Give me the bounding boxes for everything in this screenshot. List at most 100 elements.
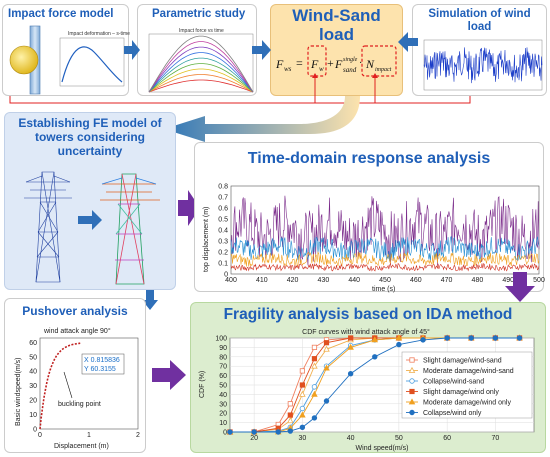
pushover-subtitle: wind attack angle 90° (43, 327, 111, 335)
cdf-point (395, 334, 403, 341)
arrow-fe-to-pushover (142, 290, 158, 310)
svg-text:Impact force vs time: Impact force vs time (179, 28, 224, 34)
time-xtick: 480 (472, 277, 484, 284)
arrow-tower-to-deformed (78, 210, 102, 230)
cdf-legend-item: Slight damage/wind-sand (406, 357, 502, 365)
time-ytick: 0.2 (218, 250, 228, 257)
arrow-windsand-to-fe (164, 96, 360, 142)
cdf-legend-item: Collapse/wind only (406, 409, 482, 417)
cdf-legend-item: Moderate damage/wind only (406, 398, 511, 407)
cdf-point (299, 411, 306, 418)
svg-text:single: single (343, 57, 358, 63)
cdf-point (323, 345, 330, 352)
cdf-ytick: 50 (219, 383, 227, 390)
cdf-point (311, 362, 318, 369)
cdf-point (287, 401, 293, 407)
cdf-point (323, 364, 330, 371)
cdf-point (396, 341, 402, 348)
cdf-title: CDF curves with wind attack angle of 45° (302, 328, 430, 336)
pushover-title: Pushover analysis (22, 304, 128, 318)
time-ytick: 0.6 (218, 206, 228, 213)
cdf-point (409, 409, 415, 416)
arrow-wind-to-windsand (398, 32, 418, 52)
cdf-series (227, 335, 523, 435)
cdf-ytick: 30 (219, 401, 227, 408)
cdf-legend-label: Slight damage/wind-sand (423, 358, 502, 365)
cdf-ytick: 0 (223, 430, 227, 437)
cdf-ytick: 90 (219, 345, 227, 352)
fragility-title: Fragility analysis based on IDA method (223, 306, 513, 323)
cdf-xtick: 20 (250, 435, 258, 442)
cdf-point (287, 417, 294, 424)
pushover-ytick: 50 (29, 354, 37, 361)
time-xtick: 400 (225, 277, 237, 284)
time-xtick: 450 (379, 277, 391, 284)
pushover-ytick: 30 (29, 383, 37, 390)
svg-text:ws: ws (284, 65, 292, 73)
time-xtick: 490 (502, 277, 514, 284)
cdf-point (311, 356, 318, 362)
cdf-point (311, 384, 318, 390)
cdf-point (347, 371, 354, 377)
time-ytick: 0.7 (218, 195, 228, 202)
cdf-legend-label: Slight damage/wind only (423, 389, 499, 396)
cdf-point (347, 343, 354, 350)
time-ytick: 0.1 (218, 261, 228, 268)
cdf-point (409, 357, 415, 363)
impact-force-illustration: Impact deformation – s-time (9, 25, 130, 95)
impact-feedback-line (9, 74, 376, 104)
cdf-ylabel: CDF (%) (199, 371, 206, 398)
svg-text:Impact deformation – s-time: Impact deformation – s-time (68, 31, 130, 37)
svg-text:impact: impact (375, 67, 392, 73)
arrow-fe-to-time (178, 190, 200, 226)
cdf-legend-label: Collapse/wind only (423, 410, 482, 417)
time-series-line (230, 195, 540, 266)
cdf-ytick: 70 (219, 364, 227, 371)
pushover-ytick: 10 (29, 412, 37, 419)
time-xtick: 440 (348, 277, 360, 284)
svg-text:F: F (275, 57, 284, 71)
time-ytick: 0.5 (218, 217, 228, 224)
tower-deformed (100, 173, 160, 285)
cdf-point (311, 390, 318, 397)
svg-text:+: + (327, 56, 334, 70)
svg-text:X 0.815836: X 0.815836 (84, 357, 120, 364)
arrow-time-to-fragility (505, 272, 535, 302)
time-domain-title: Time-domain response analysis (247, 150, 491, 167)
pushover-ytick: 20 (29, 398, 37, 405)
sand-particle (9, 45, 39, 75)
cdf-point (371, 336, 379, 343)
time-xtick: 410 (256, 277, 268, 284)
cdf-point (251, 429, 257, 435)
time-series-line (230, 262, 540, 272)
cdf-point (287, 428, 294, 434)
cdf-point (299, 368, 305, 374)
cdf-point (420, 337, 426, 343)
svg-text:N: N (365, 57, 375, 71)
cdf-point (409, 378, 415, 384)
cdf-legend-item: Slight damage/wind only (406, 388, 499, 396)
cdf-xtick: 50 (395, 435, 403, 442)
cdf-xtick: 40 (347, 435, 355, 442)
cdf-legend-box (401, 351, 533, 419)
cdf-ytick: 80 (219, 354, 227, 361)
fe-model-panel (4, 112, 176, 290)
cdf-point (227, 429, 233, 435)
cdf-xtick: 70 (491, 435, 499, 442)
svg-text:F: F (334, 57, 343, 71)
cdf-legend-label: Moderate damage/wind only (423, 400, 511, 407)
svg-text:w: w (319, 65, 324, 73)
cdf-point (311, 344, 318, 351)
wind-sand-equation: F ws = F w + F single sand · N impact (275, 45, 397, 77)
time-ytick: 0.4 (218, 228, 228, 235)
fe-tower-models (24, 171, 160, 285)
cdf-point (299, 405, 306, 412)
cdf-point (323, 340, 330, 346)
parametric-title: Parametric study (152, 8, 246, 20)
